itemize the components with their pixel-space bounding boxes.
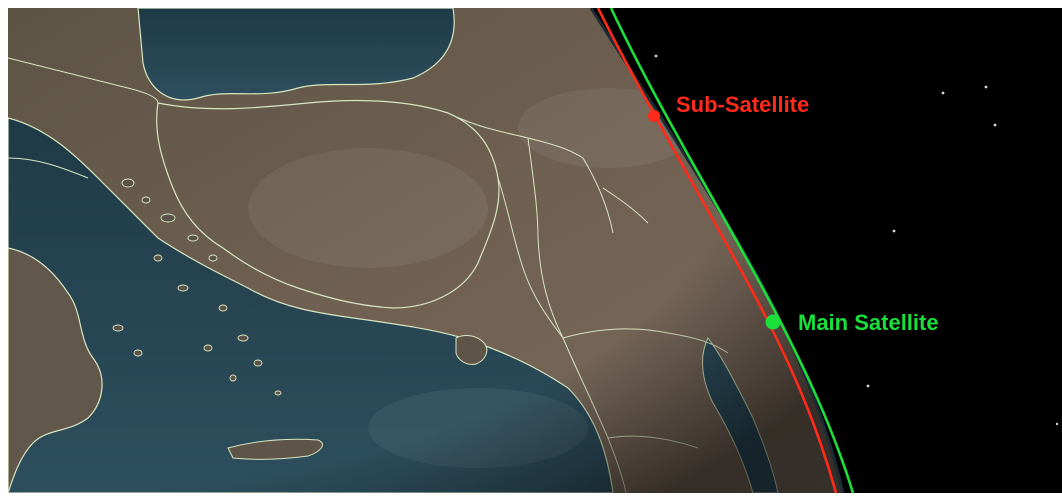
star xyxy=(941,91,945,95)
sub-satellite-marker[interactable] xyxy=(648,110,660,122)
star xyxy=(892,229,896,233)
star xyxy=(654,54,658,58)
star xyxy=(866,384,870,388)
globe-scene xyxy=(8,8,1062,493)
globe-viewport[interactable]: Sub-Satellite Main Satellite xyxy=(8,8,1062,493)
star xyxy=(984,85,988,89)
sub-satellite-orbit xyxy=(596,8,838,493)
main-satellite-orbit xyxy=(609,8,855,493)
main-satellite-label: Main Satellite xyxy=(798,310,939,335)
star xyxy=(993,123,997,127)
main-satellite-marker[interactable] xyxy=(765,314,781,330)
star xyxy=(1055,422,1059,426)
sub-satellite-label: Sub-Satellite xyxy=(676,92,810,117)
